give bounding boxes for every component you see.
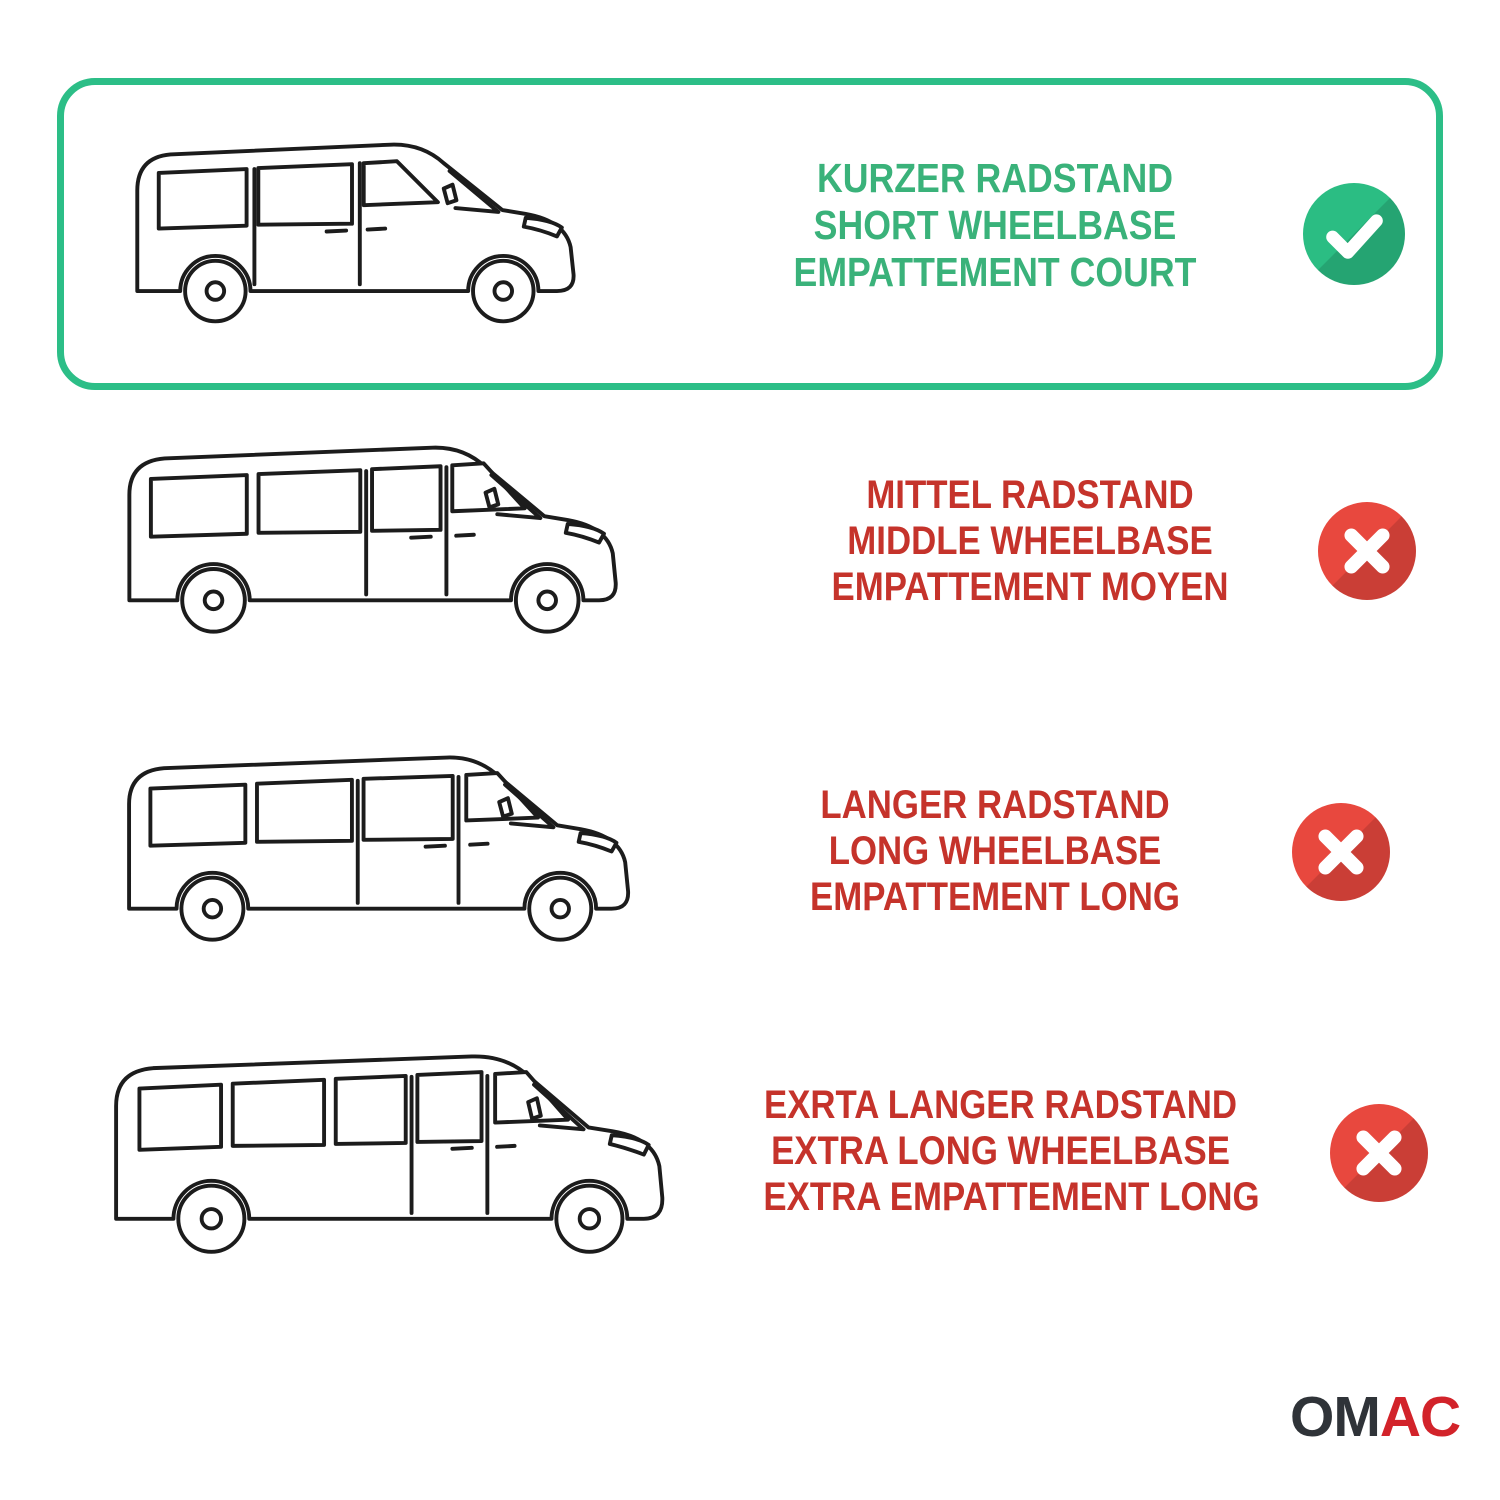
short-wheelbase-van-illustration [108,130,596,345]
label-line-fr: EXTRA EMPATTEMENT LONG [763,1175,1260,1219]
extra-long-wheelbase-label: EXRTA LANGER RADSTAND EXTRA LONG WHEELBA… [763,1082,1260,1220]
cross-icon [1292,803,1390,901]
label-line-de: MITTEL RADSTAND [866,473,1194,517]
label-line-en: EXTRA LONG WHEELBASE [771,1129,1230,1173]
cross-icon [1330,1104,1428,1202]
middle-wheelbase-van-illustration [100,432,648,657]
extra-long-wheelbase-van-illustration [85,1038,707,1281]
label-line-de: KURZER RADSTAND [816,155,1174,201]
long-wheelbase-van-illustration [100,742,662,965]
short-wheelbase-label: KURZER RADSTAND SHORT WHEELBASE EMPATTEM… [786,155,1204,296]
long-wheelbase-label: LANGER RADSTAND LONG WHEELBASE EMPATTEME… [786,782,1204,920]
label-line-fr: EMPATTEMENT MOYEN [831,565,1229,609]
label-line-en: LONG WHEELBASE [828,829,1162,873]
label-line-fr: EMPATTEMENT LONG [810,875,1180,919]
omac-logo-om: OM [1290,1385,1381,1449]
middle-wheelbase-label: MITTEL RADSTAND MIDDLE WHEELBASE EMPATTE… [821,472,1239,610]
check-icon [1303,183,1405,285]
omac-logo: OMAC [1290,1384,1461,1450]
label-line-en: MIDDLE WHEELBASE [847,519,1213,563]
label-line-en: SHORT WHEELBASE [813,202,1177,249]
cross-icon [1318,502,1416,600]
label-line-fr: EMPATTEMENT COURT [793,249,1197,296]
highlight-box [57,78,1443,390]
omac-logo-ac: AC [1379,1385,1461,1449]
label-line-de: EXRTA LANGER RADSTAND [763,1083,1238,1127]
label-line-de: LANGER RADSTAND [820,783,1170,827]
